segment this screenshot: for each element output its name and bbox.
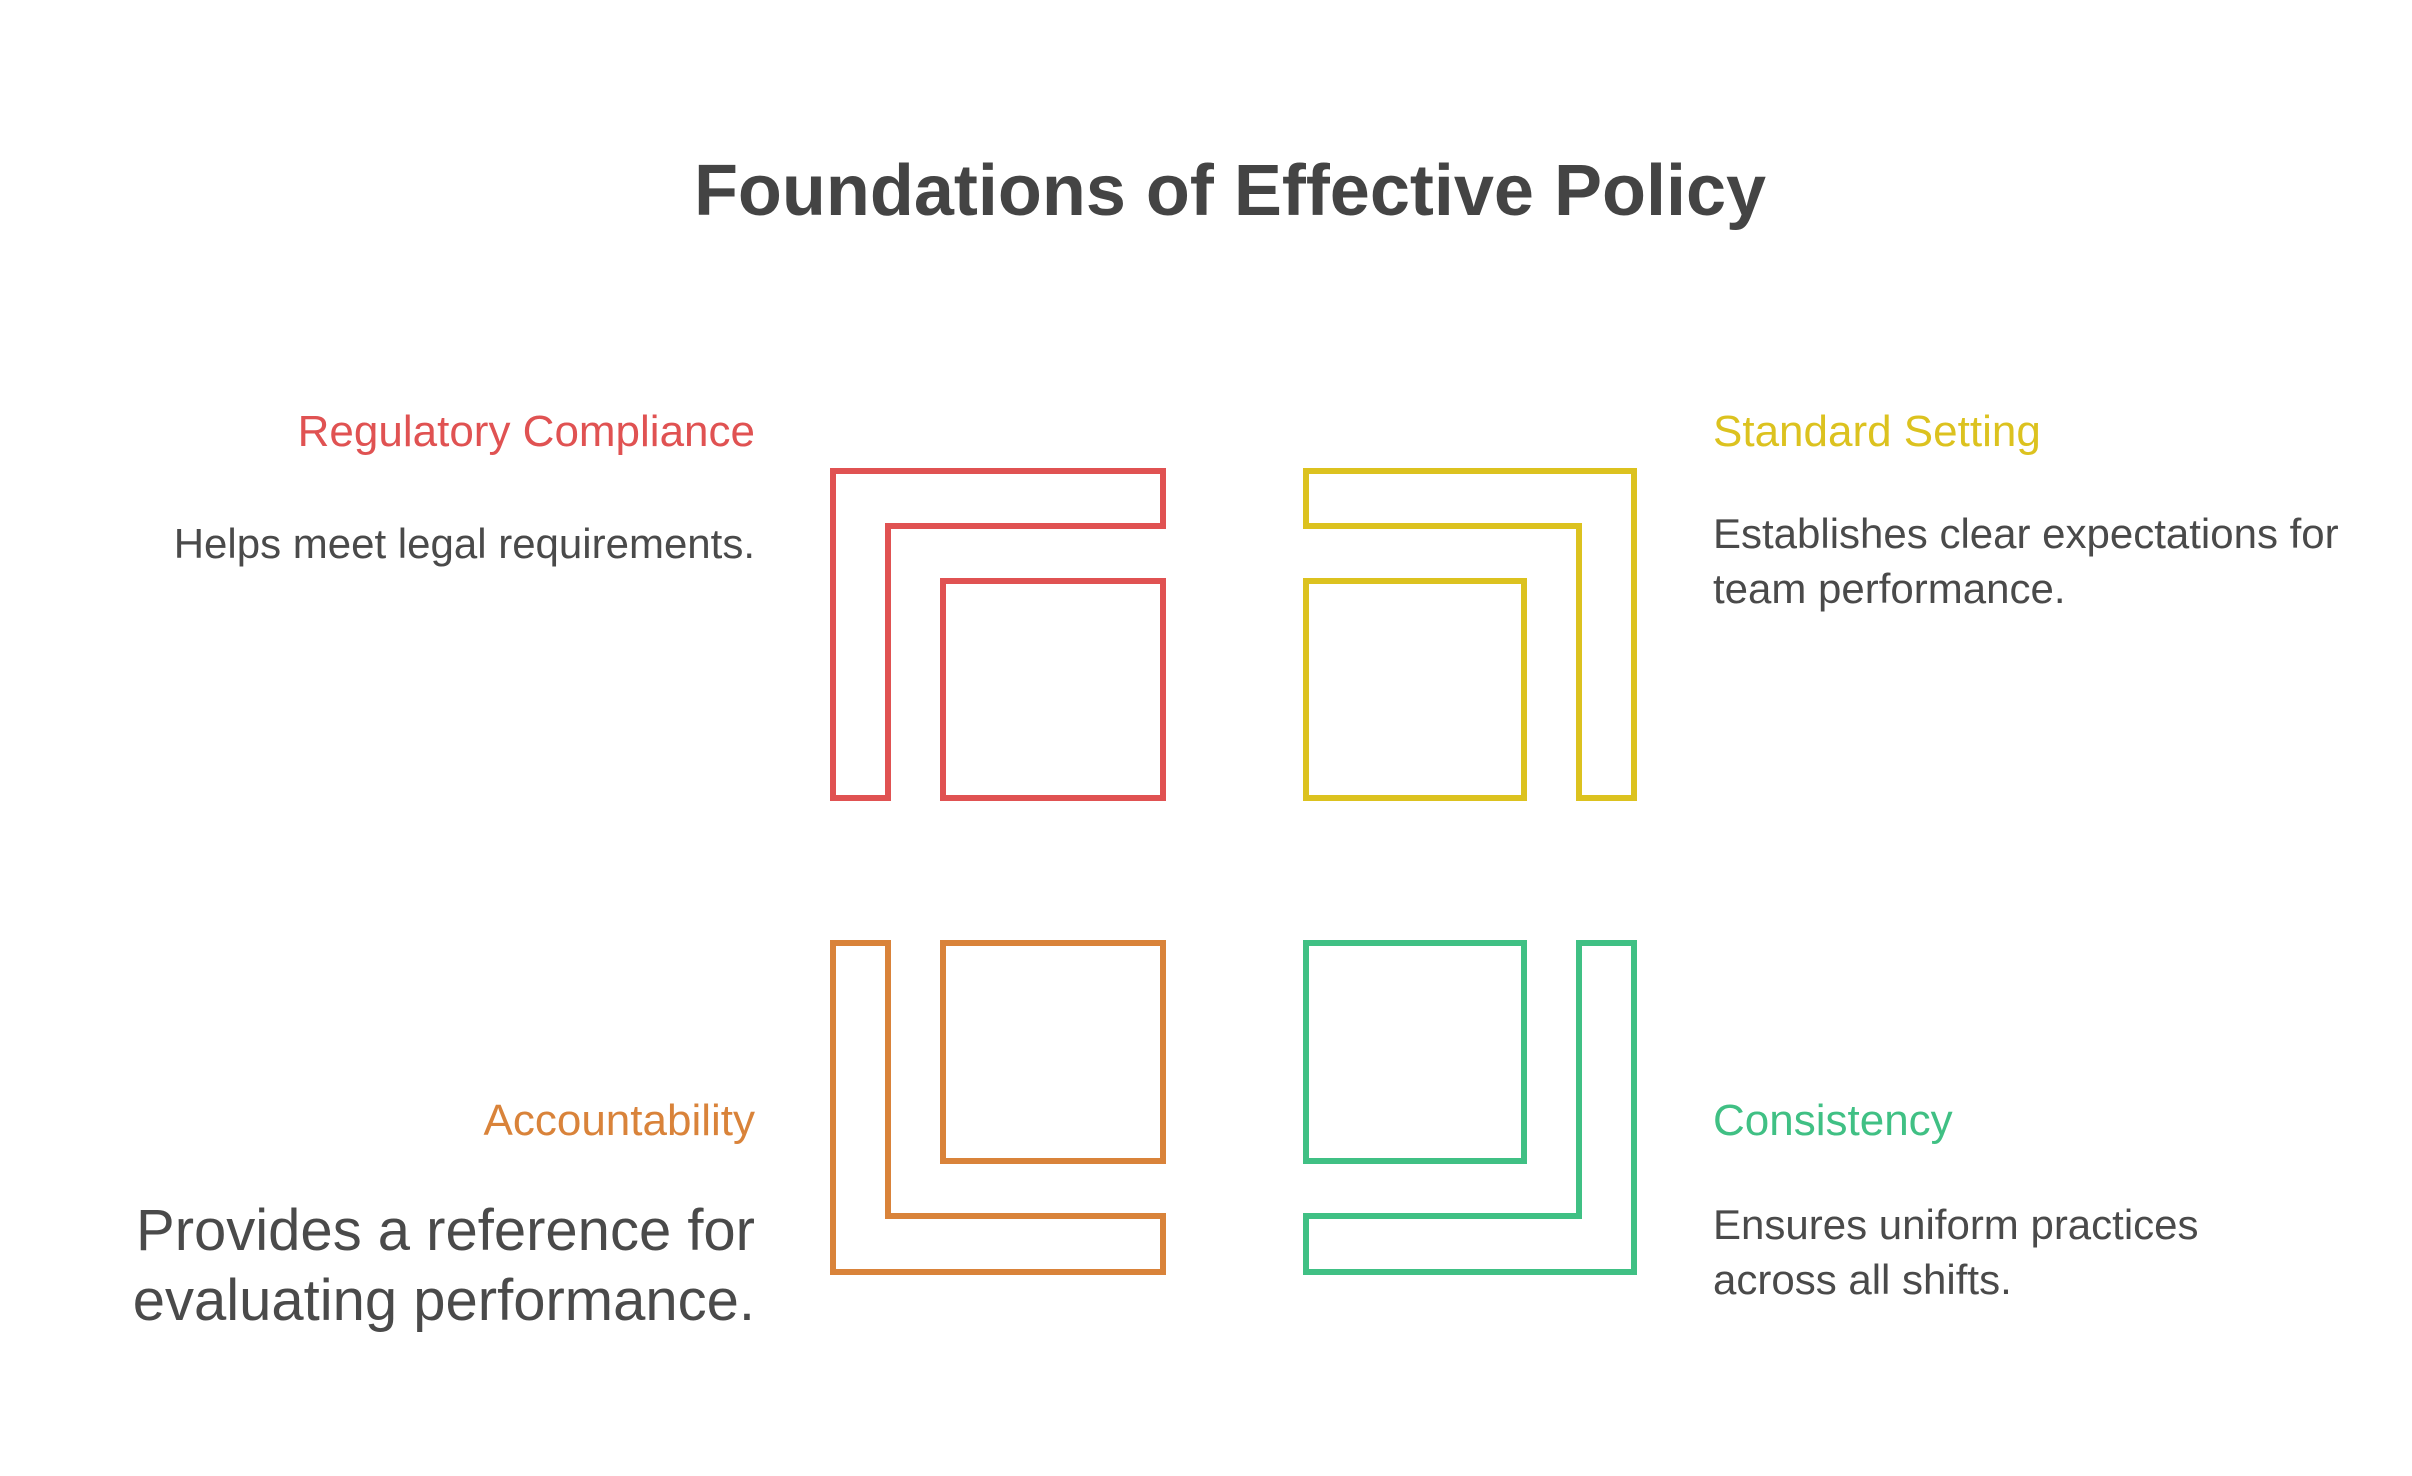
consistency-shape xyxy=(1303,940,1637,1275)
compliance-shape xyxy=(830,468,1166,801)
compliance-description: Helps meet legal requirements. xyxy=(173,520,755,567)
compliance-corner-bracket xyxy=(830,468,1166,801)
standard-setting-label: Standard Setting xyxy=(1713,407,2041,456)
accountability-corner-bracket xyxy=(830,940,1166,1275)
compliance-label: Regulatory Compliance xyxy=(297,407,755,456)
standard-setting-shape xyxy=(1303,468,1637,801)
compliance-inner-square xyxy=(940,578,1166,801)
standard-setting-corner-bracket xyxy=(1303,468,1637,801)
standard-setting-inner-square xyxy=(1303,578,1527,801)
diagram-title: Foundations of Effective Policy xyxy=(693,151,1767,231)
accountability-shape xyxy=(830,940,1166,1275)
accountability-inner-square xyxy=(940,940,1166,1164)
accountability-description: Provides a reference for evaluating perf… xyxy=(132,1198,755,1333)
consistency-description: Ensures uniform practices across all shi… xyxy=(1713,1201,2199,1304)
consistency-label: Consistency xyxy=(1713,1096,1953,1145)
standard-setting-description: Establishes clear expectations for team … xyxy=(1713,510,2339,613)
consistency-corner-bracket xyxy=(1303,940,1637,1275)
consistency-inner-square xyxy=(1303,940,1527,1164)
accountability-label: Accountability xyxy=(483,1096,755,1145)
